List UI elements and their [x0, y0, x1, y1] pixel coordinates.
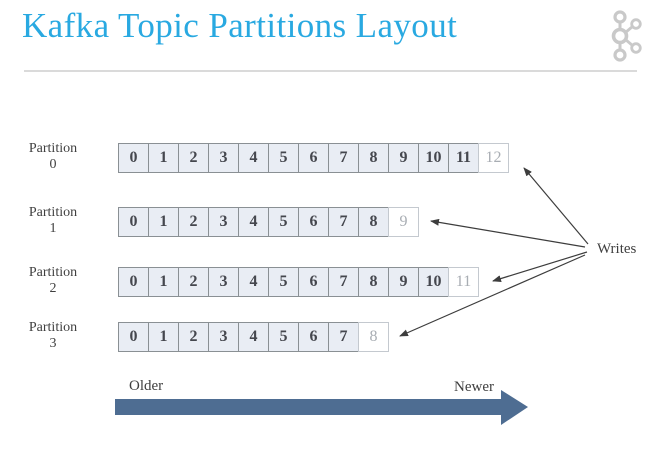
- newer-label: Newer: [454, 379, 494, 395]
- write-arrow: [523, 167, 589, 245]
- offset-cell: 5: [268, 143, 299, 173]
- offset-cell: 9: [388, 143, 419, 173]
- kafka-logo-icon: [611, 10, 642, 62]
- offset-cell: 10: [418, 267, 449, 297]
- offset-cell: 8: [358, 207, 389, 237]
- next-offset-cell: 12: [478, 143, 509, 173]
- partition-label-name: Partition: [28, 205, 78, 220]
- offset-cell: 8: [358, 143, 389, 173]
- offset-cell: 4: [238, 207, 269, 237]
- offset-cell: 3: [208, 143, 239, 173]
- offset-cell: 0: [118, 143, 149, 173]
- next-offset-cell: 8: [358, 322, 389, 352]
- offset-cell: 1: [148, 267, 179, 297]
- offset-cell: 0: [118, 267, 149, 297]
- partition-label-number: 3: [49, 336, 57, 351]
- offset-cell: 7: [328, 207, 359, 237]
- offset-cell: 11: [448, 143, 479, 173]
- offset-cell: 2: [178, 267, 209, 297]
- offset-cell: 5: [268, 207, 299, 237]
- offset-cell: 1: [148, 207, 179, 237]
- offset-cell: 5: [268, 322, 299, 352]
- writes-label: Writes: [597, 241, 637, 257]
- offset-cell: 7: [328, 267, 359, 297]
- next-offset-cell: 11: [448, 267, 479, 297]
- partition-label-number: 0: [49, 157, 57, 172]
- offset-cell: 6: [298, 322, 329, 352]
- offset-cell: 9: [388, 267, 419, 297]
- partition-label-name: Partition: [28, 141, 78, 156]
- partition-label-name: Partition: [28, 265, 78, 280]
- offset-cell: 2: [178, 143, 209, 173]
- partition-label-number: 2: [49, 281, 57, 296]
- offset-cell: 4: [238, 322, 269, 352]
- offset-cell: 10: [418, 143, 449, 173]
- offset-cell: 0: [118, 207, 149, 237]
- offset-cell: 1: [148, 143, 179, 173]
- offset-cell: 6: [298, 267, 329, 297]
- offset-cell: 7: [328, 322, 359, 352]
- offset-cell: 0: [118, 322, 149, 352]
- offset-cell: 4: [238, 267, 269, 297]
- offset-cell: 6: [298, 143, 329, 173]
- next-offset-cell: 9: [388, 207, 419, 237]
- header-divider: [24, 70, 637, 72]
- partition-label-name: Partition: [28, 320, 78, 335]
- older-label: Older: [129, 378, 164, 394]
- offset-cell: 7: [328, 143, 359, 173]
- page-title: Kafka Topic Partitions Layout: [22, 6, 458, 45]
- offset-cell: 2: [178, 207, 209, 237]
- offset-cell: 3: [208, 322, 239, 352]
- partition-label-number: 1: [49, 221, 57, 236]
- offset-cell: 6: [298, 207, 329, 237]
- offset-cell: 5: [268, 267, 299, 297]
- offset-cell: 2: [178, 322, 209, 352]
- write-arrow: [492, 251, 588, 282]
- offset-cell: 3: [208, 267, 239, 297]
- offset-cell: 1: [148, 322, 179, 352]
- offset-cell: 4: [238, 143, 269, 173]
- offset-cell: 3: [208, 207, 239, 237]
- write-arrow: [430, 218, 586, 248]
- offset-cell: 8: [358, 267, 389, 297]
